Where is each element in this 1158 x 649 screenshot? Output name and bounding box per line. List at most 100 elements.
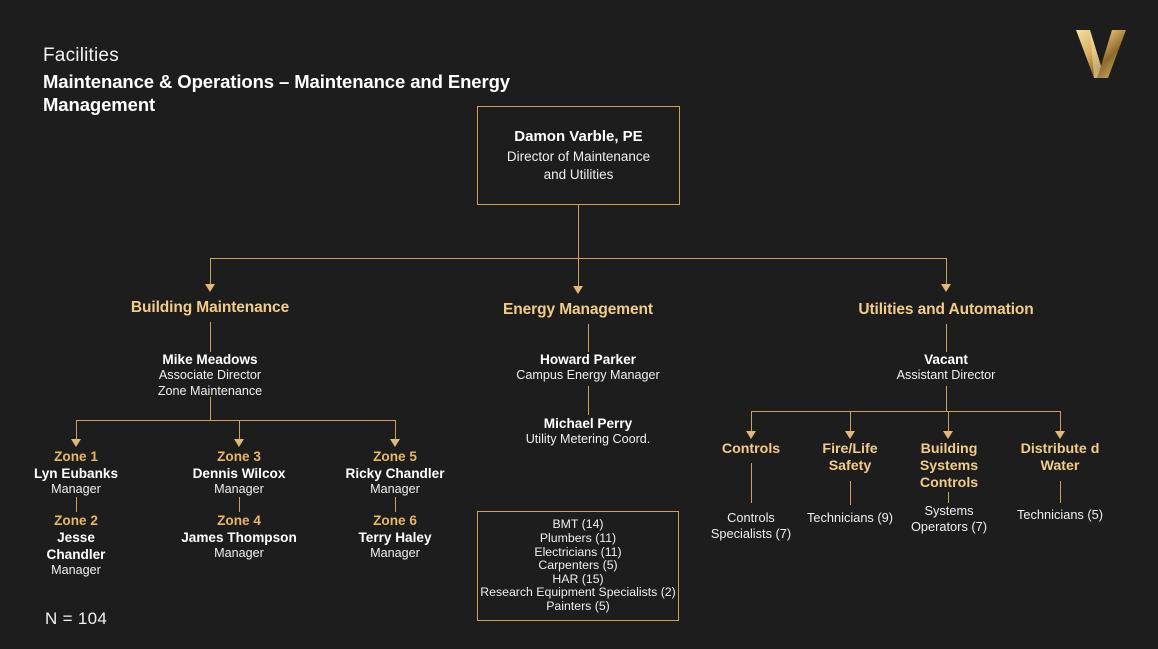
zone5-name: Ricky Chandler: [345, 466, 445, 481]
connector-dw-to-staff: [1060, 481, 1061, 503]
staff-line-2: Electricians (11): [534, 544, 622, 559]
section-header-utilities-automation: Utilities and Automation: [858, 301, 1034, 318]
unit-staff-distributed-water: Technicians (5): [1000, 507, 1120, 523]
director-name: Damon Varble, PE: [514, 128, 643, 145]
lead-utilities-automation: Vacant Assistant Director: [846, 351, 1046, 384]
lead-ua-title: Assistant Director: [896, 368, 996, 382]
zone-card-2: Zone 2 Jesse Chandler Manager: [26, 512, 126, 579]
zone1-name: Lyn Eubanks: [33, 466, 119, 481]
connector-zone5-drop: [395, 420, 396, 439]
director-title: Director of Maintenance and Utilities: [507, 148, 650, 184]
zone-card-1: Zone 1 Lyn Eubanks Manager: [6, 448, 146, 498]
staff-line-5: Research Equipment Specialists (2): [480, 585, 676, 600]
arrow-zone3: [234, 439, 244, 447]
arrow-unit-distributed-water: [1055, 431, 1065, 439]
second-em-name: Michael Perry: [543, 416, 633, 431]
total-headcount-label: N = 104: [45, 609, 108, 628]
lead-bm-title-line1: Associate Director: [158, 368, 262, 382]
zone2-name: Jesse Chandler: [46, 530, 106, 562]
lead-energy-management: Howard Parker Campus Energy Manager: [468, 351, 708, 384]
director-box: Damon Varble, PE Director of Maintenance…: [477, 106, 680, 205]
connector-branch1-drop: [210, 258, 211, 284]
unit-label-controls: Controls: [721, 441, 781, 457]
zone4-name: James Thompson: [181, 530, 297, 545]
unit-staff-building-systems-controls: Systems Operators (7): [893, 503, 1005, 534]
unit-label-distributed-water: Distribute d Water: [1020, 441, 1100, 474]
connector-unit4-drop: [1060, 411, 1061, 431]
zone1-label: Zone 1: [54, 449, 98, 464]
arrow-branch3: [941, 284, 951, 292]
fls-staff-line1: Technicians (9): [806, 510, 894, 525]
zone5-label: Zone 5: [373, 449, 417, 464]
unit-label-building-systems-controls: Building Systems Controls: [919, 441, 979, 491]
unit-staff-fire-life-safety: Technicians (9): [790, 510, 910, 526]
bsc-staff-line1: Systems: [924, 503, 974, 518]
connector-zone1-drop: [76, 420, 77, 439]
zone-card-6: Zone 6 Terry Haley Manager: [325, 512, 465, 562]
connector-zone3-drop: [239, 420, 240, 439]
staff-line-0: BMT (14): [552, 517, 604, 532]
arrow-zone5: [390, 439, 400, 447]
vanderbilt-v-logo: [1066, 22, 1136, 84]
zone2-label: Zone 2: [54, 513, 98, 528]
staff-line-4: HAR (15): [552, 571, 604, 586]
zone5-title: Manager: [370, 482, 420, 496]
arrow-branch1: [205, 284, 215, 292]
arrow-unit-fire-life-safety: [845, 431, 855, 439]
connector-fls-to-staff: [850, 481, 851, 505]
connector-unit1-drop: [751, 411, 752, 431]
zone-card-3: Zone 3 Dennis Wilcox Manager: [169, 448, 309, 498]
connector-zone5-to-zone6: [395, 497, 396, 512]
connector-em-to-second: [588, 386, 589, 415]
connector-controls-to-staff: [751, 463, 752, 503]
lead-bm-name: Mike Meadows: [162, 352, 258, 367]
slide-title: Maintenance & Operations – Maintenance a…: [43, 71, 510, 115]
zone6-name: Terry Haley: [358, 530, 432, 545]
lead-ua-name: Vacant: [924, 352, 968, 367]
zone6-title: Manager: [370, 546, 420, 560]
staff-line-1: Plumbers (11): [539, 531, 617, 546]
arrow-branch2: [573, 286, 583, 294]
unit-label-fire-life-safety: Fire/Life Safety: [822, 441, 878, 474]
section-header-building-maintenance: Building Maintenance: [130, 299, 290, 316]
connector-branch2-drop: [578, 258, 579, 286]
lead-bm-title-line2: Zone Maintenance: [157, 383, 263, 398]
lead-em-title: Campus Energy Manager: [516, 368, 660, 382]
zone4-title: Manager: [214, 546, 264, 560]
zone3-label: Zone 3: [217, 449, 261, 464]
bsc-staff-line2: Operators (7): [910, 518, 988, 534]
connector-unit-bus: [751, 411, 1060, 412]
second-energy-management: Michael Perry Utility Metering Coord.: [468, 415, 708, 448]
director-title-line1: Director of Maintenance: [506, 149, 651, 164]
connector-zone3-to-zone4: [239, 497, 240, 512]
connector-bm-to-lead: [210, 322, 211, 352]
zone3-name: Dennis Wilcox: [192, 466, 286, 481]
zone4-label: Zone 4: [217, 513, 261, 528]
second-em-title: Utility Metering Coord.: [525, 432, 651, 446]
dw-staff-line1: Technicians (5): [1016, 507, 1104, 522]
arrow-zone1: [71, 439, 81, 447]
arrow-unit-controls: [746, 431, 756, 439]
zone3-title: Manager: [214, 482, 264, 496]
connector-zone-bus: [76, 420, 396, 421]
arrow-unit-building-systems-controls: [943, 431, 953, 439]
controls-staff-line1: Controls: [727, 510, 775, 525]
connector-bsc-to-staff: [948, 492, 949, 503]
zone6-label: Zone 6: [373, 513, 417, 528]
zone-card-5: Zone 5 Ricky Chandler Manager: [325, 448, 465, 498]
connector-ua-to-lead: [946, 324, 947, 352]
lead-building-maintenance: Mike Meadows Associate Director Zone Mai…: [100, 351, 320, 399]
zone-card-4: Zone 4 James Thompson Manager: [159, 512, 319, 562]
staffing-counts-box: BMT (14) Plumbers (11) Electricians (11)…: [477, 511, 679, 621]
zone1-title: Manager: [51, 482, 101, 496]
connector-branch3-drop: [946, 258, 947, 284]
director-title-line2: and Utilities: [543, 167, 614, 182]
connector-zone1-to-zone2: [76, 497, 77, 512]
lead-em-name: Howard Parker: [540, 352, 636, 367]
connector-unit2-drop: [850, 411, 851, 431]
controls-staff-line2: Specialists (7): [710, 525, 792, 541]
connector-unit3-drop: [948, 411, 949, 431]
staff-line-6: Painters (5): [546, 598, 610, 613]
slide-eyebrow: Facilities: [43, 45, 119, 66]
